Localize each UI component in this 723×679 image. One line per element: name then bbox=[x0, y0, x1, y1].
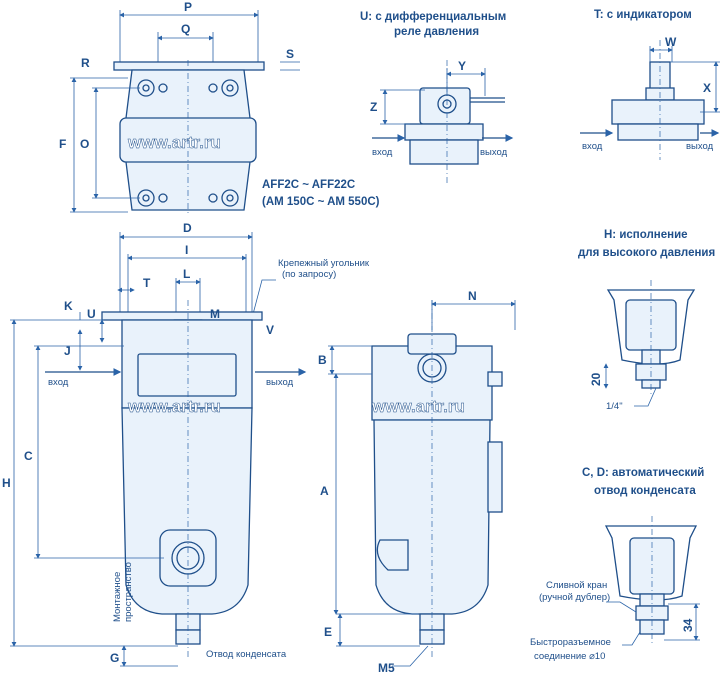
dim-m: M bbox=[210, 307, 220, 321]
t-outlet: выход bbox=[686, 141, 714, 152]
t-bowl-top bbox=[617, 123, 699, 141]
dim-c: C bbox=[24, 449, 33, 463]
quick-connect-label-2: соединение ⌀10 bbox=[534, 651, 605, 662]
dim-i: I bbox=[185, 243, 188, 257]
watermark-2: www.artr.ru bbox=[127, 397, 221, 416]
model-range: AFF2C ~ AFF22C bbox=[262, 179, 355, 191]
dim-t: T bbox=[143, 276, 151, 290]
dim-u: U bbox=[87, 307, 96, 321]
front-bowl bbox=[121, 407, 253, 615]
dim-w: W bbox=[665, 35, 677, 49]
valve-label: Сливной кран bbox=[546, 580, 607, 591]
watermark-3: www.artr.ru bbox=[371, 397, 465, 416]
cd-34-label: 34 bbox=[681, 618, 695, 632]
t-head bbox=[611, 99, 705, 125]
front-outlet: выход bbox=[266, 377, 294, 388]
mounting-plate bbox=[113, 61, 265, 71]
dim-q: Q bbox=[181, 22, 190, 36]
h-20-label: 20 bbox=[589, 372, 603, 386]
dim-z: Z bbox=[370, 100, 377, 114]
top-view: P Q R S F O www.artr.ru AFF2C ~ AFF22C (… bbox=[59, 0, 380, 215]
front-bracket bbox=[101, 311, 263, 321]
quick-connect-label: Быстроразъемное bbox=[530, 637, 611, 648]
u-title: U: с дифференциальным bbox=[360, 11, 506, 23]
u-variant-view: U: с дифференциальным реле давления Y Z … bbox=[360, 11, 514, 186]
cd-title: C, D: автоматический bbox=[582, 467, 704, 479]
watermark-1: www.artr.ru bbox=[127, 133, 221, 152]
h-variant-view: H: исполнение для высокого давления 20 1… bbox=[578, 229, 715, 412]
dim-n: N bbox=[468, 289, 477, 303]
dim-b: B bbox=[318, 353, 327, 367]
side-guard bbox=[487, 441, 503, 513]
h-title-2: для высокого давления bbox=[578, 247, 715, 259]
dim-d: D bbox=[183, 221, 192, 235]
bracket-label: Крепежный угольник bbox=[278, 258, 370, 269]
dim-s: S bbox=[286, 47, 294, 61]
mount-space-label: Монтажное bbox=[112, 572, 123, 622]
dim-k: K bbox=[64, 299, 73, 313]
front-view: D I L T Крепежный угольник (по запросу) … bbox=[2, 221, 370, 667]
drain-label: Отвод конденсата bbox=[206, 649, 287, 660]
t-inlet: вход bbox=[582, 141, 603, 152]
u-title-2: реле давления bbox=[394, 26, 479, 38]
dim-e: E bbox=[324, 625, 332, 639]
u-head bbox=[404, 123, 484, 141]
dim-f: F bbox=[59, 137, 66, 151]
dim-g: G bbox=[110, 651, 119, 665]
dim-h: H bbox=[2, 476, 11, 490]
dim-y: Y bbox=[458, 59, 466, 73]
mount-space-label-2: пространство bbox=[123, 562, 134, 622]
cd-title-2: отвод конденсата bbox=[594, 485, 696, 497]
h-title: H: исполнение bbox=[604, 229, 688, 241]
dim-j: J bbox=[64, 344, 71, 358]
bracket-label-2: (по запросу) bbox=[282, 269, 336, 280]
side-view: N www.artr.ru B A E M5 bbox=[318, 289, 516, 675]
dim-l: L bbox=[183, 267, 190, 281]
valve-label-2: (ручной дублер) bbox=[539, 592, 610, 603]
dim-x: X bbox=[703, 81, 711, 95]
front-inlet: вход bbox=[48, 377, 69, 388]
h-quarter-label: 1/4" bbox=[606, 401, 623, 412]
dim-p: P bbox=[184, 0, 192, 14]
u-outlet: выход bbox=[480, 147, 508, 158]
m5-label: M5 bbox=[378, 661, 395, 675]
t-title: T: с индикатором bbox=[594, 9, 692, 21]
dim-r: R bbox=[81, 56, 90, 70]
cd-variant-view: C, D: автоматический отвод конденсата 34… bbox=[530, 467, 704, 662]
pressure-switch bbox=[419, 87, 471, 125]
model-range-alt: (AM 150C ~ AM 550C) bbox=[262, 196, 380, 208]
dim-a: A bbox=[320, 484, 329, 498]
u-bowl-top bbox=[409, 139, 479, 165]
front-head bbox=[121, 319, 253, 409]
dim-o: O bbox=[80, 137, 89, 151]
u-inlet: вход bbox=[372, 147, 393, 158]
t-variant-view: T: с индикатором W X вход выход bbox=[580, 9, 720, 160]
dim-v: V bbox=[266, 323, 274, 337]
